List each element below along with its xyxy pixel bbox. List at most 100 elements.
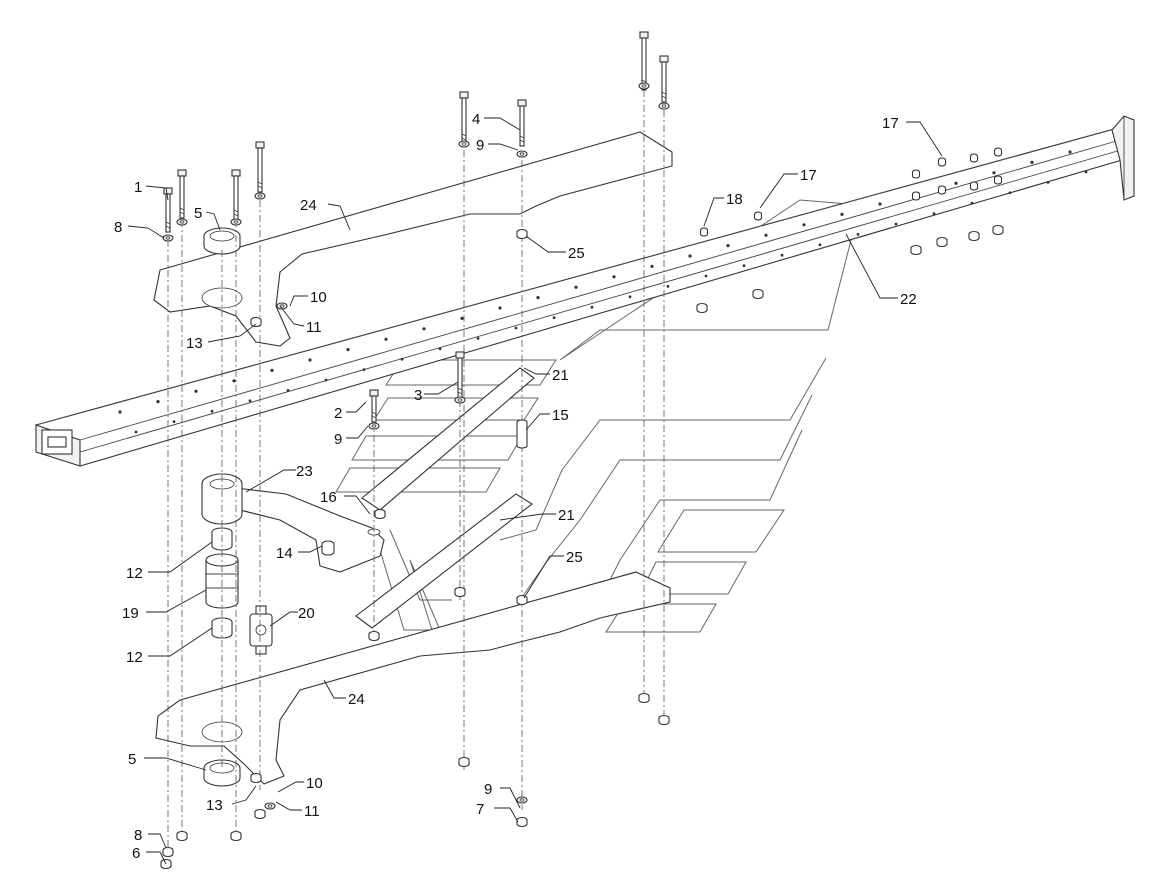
plug xyxy=(937,157,947,167)
pin-15 xyxy=(516,419,528,449)
callout-3: 3 xyxy=(414,387,422,404)
main-beam xyxy=(34,115,1135,467)
washer xyxy=(516,796,528,804)
plug xyxy=(699,227,709,237)
callout-20: 20 xyxy=(298,605,315,622)
callout-6: 6 xyxy=(132,845,140,862)
callout-12: 12 xyxy=(126,649,143,666)
bolt xyxy=(177,169,187,219)
washer xyxy=(162,234,174,242)
nut xyxy=(516,228,528,240)
washer xyxy=(176,218,188,226)
washer xyxy=(638,82,650,90)
nut xyxy=(638,692,650,704)
assembly-center-lines xyxy=(167,90,665,850)
nut xyxy=(910,244,922,256)
plug xyxy=(911,169,921,179)
bolt xyxy=(163,187,173,233)
callout-10: 10 xyxy=(310,289,327,306)
callout-11: 11 xyxy=(306,319,322,336)
washer xyxy=(368,422,380,430)
fastener-hardware xyxy=(160,31,1004,870)
callout-23: 23 xyxy=(296,463,313,480)
nut xyxy=(250,772,262,784)
nut xyxy=(176,830,188,842)
bolt xyxy=(639,31,649,91)
bolt xyxy=(369,389,379,423)
washer xyxy=(254,192,266,200)
callout-4: 4 xyxy=(472,111,480,128)
callout-13: 13 xyxy=(186,335,203,352)
callout-25: 25 xyxy=(566,549,583,566)
washer xyxy=(458,140,470,148)
callout-10: 10 xyxy=(306,775,323,792)
callout-14: 14 xyxy=(276,545,293,562)
nut xyxy=(254,808,266,820)
bolt xyxy=(231,169,241,221)
nut xyxy=(752,288,764,300)
nut xyxy=(162,846,174,858)
plug xyxy=(937,185,947,195)
callout-1: 1 xyxy=(134,179,142,196)
callout-16: 16 xyxy=(320,489,337,506)
callout-24: 24 xyxy=(348,691,365,708)
nut xyxy=(250,316,262,328)
callout-12: 12 xyxy=(126,565,143,582)
nut xyxy=(696,302,708,314)
plug xyxy=(993,175,1003,185)
callout-17: 17 xyxy=(800,167,817,184)
nut xyxy=(454,586,466,598)
callout-8: 8 xyxy=(134,827,142,844)
callout-21: 21 xyxy=(558,507,575,524)
nut xyxy=(374,508,386,520)
callout-7: 7 xyxy=(476,801,484,818)
washer xyxy=(230,218,242,226)
link-bars xyxy=(355,367,535,629)
callout-17: 17 xyxy=(882,115,899,132)
callout-8: 8 xyxy=(114,219,122,236)
nut xyxy=(368,630,380,642)
hidden-outline-shapes xyxy=(335,199,861,633)
washer xyxy=(658,102,670,110)
callout-15: 15 xyxy=(552,407,569,424)
plug xyxy=(969,153,979,163)
callout-9: 9 xyxy=(476,137,484,154)
pivot-arm xyxy=(201,473,385,573)
nut xyxy=(658,714,670,726)
nut xyxy=(160,858,172,870)
bolt xyxy=(459,91,469,145)
callout-13: 13 xyxy=(206,797,223,814)
callout-5: 5 xyxy=(194,205,202,222)
callout-21: 21 xyxy=(552,367,569,384)
bolt xyxy=(659,55,669,103)
callout-2: 2 xyxy=(334,405,342,422)
bolt xyxy=(517,99,527,147)
callout-leaders xyxy=(127,117,943,865)
nut xyxy=(230,830,242,842)
nut xyxy=(516,594,528,606)
plug xyxy=(753,211,763,221)
washer xyxy=(264,802,276,810)
callout-labels: 1 8 5 24 4 9 25 17 17 18 22 10 11 13 3 2… xyxy=(114,111,917,862)
bolt xyxy=(255,141,265,193)
nut xyxy=(936,236,948,248)
callout-18: 18 xyxy=(726,191,743,208)
callout-11: 11 xyxy=(304,803,320,820)
bushing-14 xyxy=(321,540,335,556)
callout-24: 24 xyxy=(300,197,317,214)
plug xyxy=(969,181,979,191)
plug xyxy=(911,191,921,201)
callout-9: 9 xyxy=(484,781,492,798)
plug xyxy=(993,147,1003,157)
ring-seals xyxy=(203,227,241,787)
nut xyxy=(968,230,980,242)
callout-19: 19 xyxy=(122,605,139,622)
nut xyxy=(458,756,470,768)
washer xyxy=(454,396,466,404)
callout-25: 25 xyxy=(568,245,585,262)
nut xyxy=(992,224,1004,236)
washer xyxy=(516,150,528,158)
bolt xyxy=(455,351,465,399)
callout-22: 22 xyxy=(900,291,917,308)
